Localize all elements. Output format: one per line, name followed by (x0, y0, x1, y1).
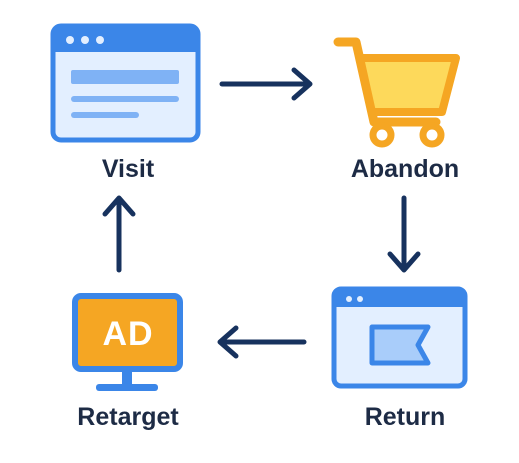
shopping-cart-icon (333, 37, 460, 148)
step-label-visit: Visit (101, 155, 155, 183)
browser-bookmark-icon (331, 286, 468, 389)
arrow-retarget-to-visit (102, 195, 136, 273)
browser-window-icon (50, 23, 201, 143)
arrow-abandon-to-return (387, 195, 421, 273)
arrow-return-to-retarget (217, 325, 307, 359)
ad-badge-text: AD (102, 315, 154, 353)
step-label-retarget: Retarget (77, 403, 179, 431)
step-label-abandon: Abandon (350, 155, 460, 183)
step-label-return: Return (364, 403, 446, 431)
arrow-visit-to-abandon (219, 67, 313, 101)
ad-monitor-icon (72, 293, 183, 391)
